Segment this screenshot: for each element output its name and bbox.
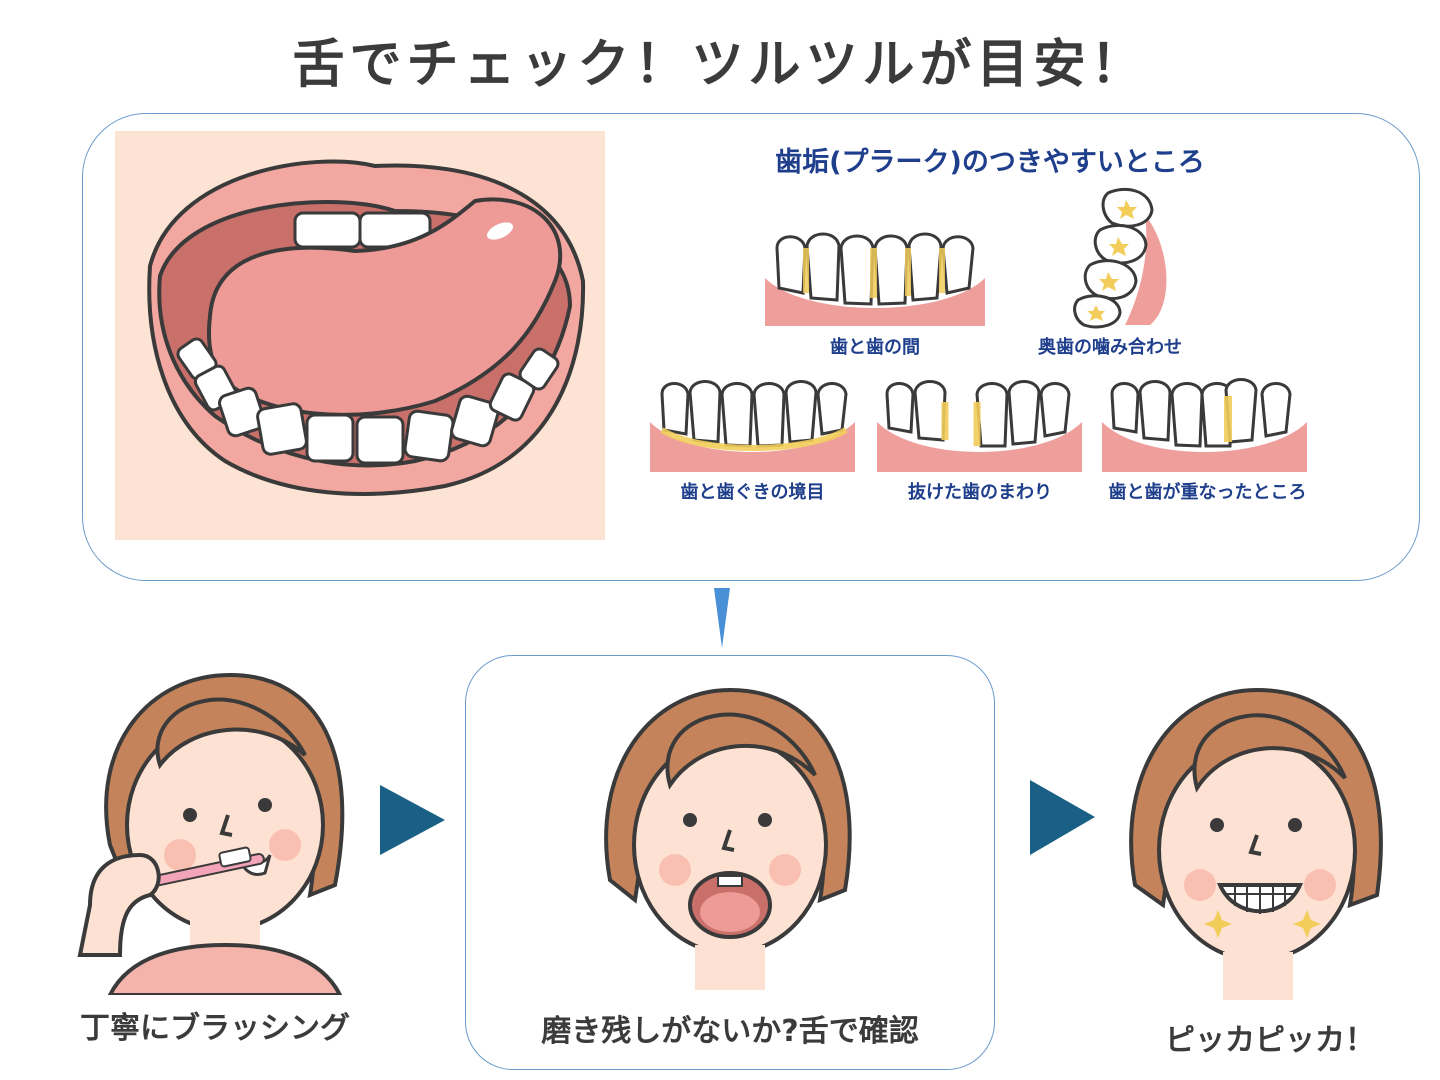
step-label-brushing: 丁寧にブラッシング	[80, 1011, 350, 1046]
tooth-gum-icon	[765, 232, 985, 326]
zone-label-missing-tooth: 抜けた歯のまわり	[908, 482, 1052, 503]
zone-label-overlapping-teeth: 歯と歯が重なったところ	[1108, 482, 1307, 503]
main-title: 舌でチェック！ツルツルが目安！	[292, 35, 1148, 95]
zone-label-between-teeth: 歯と歯の間	[830, 337, 920, 358]
plaque-title: 歯垢(プラーク)のつきやすいところ	[775, 147, 1205, 178]
molar-icon	[1073, 187, 1167, 329]
step-label-tongue-check: 磨き残しがないか?舌で確認	[541, 1014, 919, 1049]
face-sparkling	[1129, 687, 1383, 1000]
toothbrush-icon	[150, 846, 265, 887]
arrow-right-icon	[380, 785, 445, 855]
sparkle-icon	[1204, 910, 1321, 938]
plaque-info-panel	[82, 113, 1420, 581]
tooth-gum-icon	[650, 380, 855, 472]
tooth-gum-icon	[877, 380, 1082, 472]
tooth-gum-icon	[1102, 378, 1307, 472]
pointer-triangle	[714, 588, 730, 648]
face-tongue-check	[604, 687, 852, 990]
arrow-right-icon	[1030, 780, 1095, 855]
step-label-sparkling: ピッカピッカ！	[1165, 1023, 1375, 1058]
face-brushing	[77, 672, 345, 995]
zone-label-molars: 奥歯の噛み合わせ	[1038, 337, 1182, 358]
mouth-illustration	[115, 131, 605, 540]
zone-label-gum-line: 歯と歯ぐきの境目	[680, 482, 825, 503]
tongue-check-panel	[465, 655, 995, 1070]
